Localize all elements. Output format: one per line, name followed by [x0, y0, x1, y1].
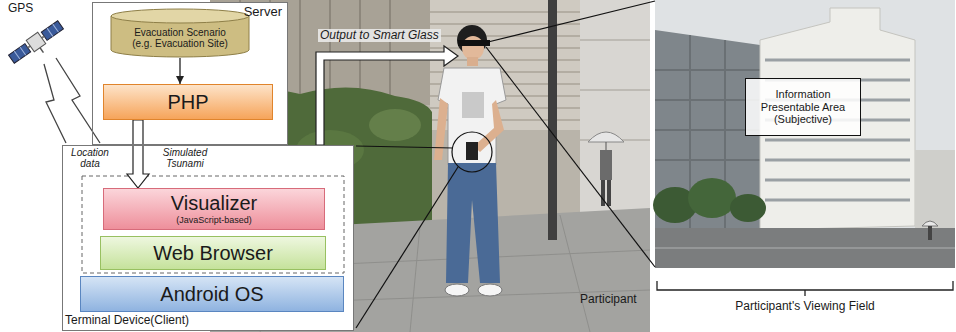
viewing-field-photo: [922, 221, 938, 226]
node-title: Evacuation Scenario (e.g. Evacuation Sit…: [124, 27, 236, 50]
node-title: Server: [244, 5, 282, 20]
viewing-field-photo: [915, 150, 955, 230]
flow-label: Output to Smart Glass: [318, 29, 441, 42]
data-flow-arrow: [127, 120, 149, 188]
node-title: Android OS: [160, 283, 263, 306]
layer-box: Android OS: [80, 276, 344, 312]
viewing-field-photo: [730, 194, 766, 222]
diagram-ground: [62, 145, 354, 331]
viewing-field-photo: [655, 0, 955, 268]
street-photo: [600, 150, 612, 180]
layer-box: Web Browser: [100, 236, 326, 270]
street-photo: [548, 0, 557, 240]
cylinder-top: [111, 9, 249, 23]
participant-figure: [478, 284, 502, 296]
node-title: Terminal Device(Client): [65, 314, 189, 328]
street-photo: [606, 142, 607, 150]
leader-line: [356, 167, 458, 328]
street-photo: [580, 40, 650, 140]
flow-arrow: [179, 58, 180, 84]
figure-label: Participant: [580, 293, 637, 306]
street-photo: [580, 0, 650, 220]
process-box: PHP: [103, 84, 273, 120]
node-title: Visualizer: [171, 192, 257, 215]
leader-line: [356, 146, 453, 148]
participant-figure: [446, 163, 500, 283]
leader-line: [486, 47, 655, 267]
diagram-ground: [82, 176, 344, 273]
satellite-icon: [40, 48, 43, 53]
signal-bolt: [56, 58, 100, 143]
annotation-box: Information Presentable Area (Subjective…: [745, 78, 861, 136]
participant-figure: [445, 284, 469, 296]
viewing-field-photo: [655, 228, 955, 268]
leader-line: [356, 1, 655, 328]
viewing-field-photo: [688, 178, 736, 218]
satellite-icon: [9, 44, 31, 64]
satellite-icon: [26, 32, 45, 51]
satellite-icon: [14, 24, 58, 59]
satellite-icon: [41, 21, 63, 41]
node-title: Information Presentable Area (Subjective…: [751, 88, 855, 126]
viewing-field-photo: [928, 226, 932, 240]
flow-label: Location data: [66, 147, 114, 169]
participant-figure: [434, 98, 448, 160]
participant-figure: [467, 57, 478, 66]
participant-figure: [474, 100, 504, 152]
participant-figure: [438, 68, 506, 165]
diagram-ground: [92, 2, 288, 145]
participant-figure: [462, 36, 484, 60]
leader-line: [452, 132, 492, 172]
participant-figure: [458, 40, 490, 46]
system-label: GPS: [8, 2, 33, 15]
flow-label: Simulated Tsunami: [156, 147, 214, 169]
street-photo: [588, 132, 624, 142]
participant-figure: [466, 142, 478, 160]
signal-bolt: [44, 64, 66, 143]
node-title: Web Browser: [153, 242, 273, 265]
bracket: [657, 281, 953, 296]
device-box: Terminal Device(Client) Visualizer(JavaSc…: [62, 145, 354, 331]
figure-caption: Participant's Viewing Field: [690, 300, 920, 313]
diagram-ground: [62, 2, 354, 331]
street-photo: [369, 109, 421, 141]
layer-box: Visualizer(JavaScript-based): [103, 188, 325, 230]
participant-figure: [462, 92, 484, 118]
database-cylinder: Evacuation Scenario (e.g. Evacuation Sit…: [110, 8, 250, 58]
viewing-field-photo: [655, 247, 955, 249]
viewing-field-photo: [653, 0, 955, 268]
server-box: ServerEvacuation Scenario (e.g. Evacuati…: [92, 2, 288, 145]
node-title: PHP: [167, 91, 208, 114]
node-subtitle: (JavaScript-based): [176, 215, 252, 225]
street-photo: [607, 180, 611, 206]
leader-line: [488, 1, 655, 42]
output-arrow: [316, 46, 458, 145]
